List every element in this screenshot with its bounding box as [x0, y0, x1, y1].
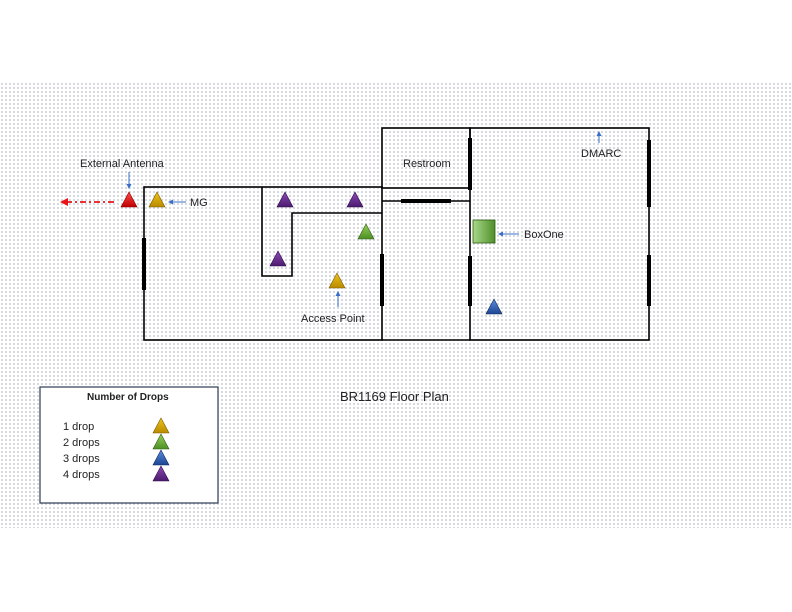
corridor-wall: [261, 187, 382, 277]
legend-1-drop-icon: [152, 417, 170, 434]
antenna-feed-line: [60, 198, 117, 206]
legend-title: Number of Drops: [87, 392, 169, 403]
drop-corridor-b-4-icon: [346, 191, 364, 208]
drop-corridor-a-4-icon: [276, 191, 294, 208]
external-antenna-icon: [120, 191, 138, 208]
legend-item-label: 3 drops: [63, 453, 100, 465]
drop-corridor-c-4-icon: [269, 250, 287, 267]
walls: [143, 127, 650, 341]
floor-plan-title: BR1169 Floor Plan: [340, 389, 449, 404]
dmarc-label: DMARC: [581, 148, 621, 160]
legend-3-drops-icon: [152, 449, 170, 466]
drop-main-2-icon: [357, 223, 375, 240]
drop-mg-1-icon: [148, 191, 166, 208]
drop-east-3-icon: [485, 298, 503, 315]
legend-2-drops-icon: [152, 433, 170, 450]
external-antenna-label: External Antenna: [80, 158, 165, 170]
doors: [142, 138, 651, 306]
legend-box: [39, 386, 219, 504]
boxone-label: BoxOne: [524, 229, 564, 241]
mg-label: MG: [190, 197, 208, 209]
callout-arrows: [126, 131, 602, 307]
restroom-label: Restroom: [403, 158, 451, 170]
east-room-outline: [469, 127, 650, 341]
legend-item-label: 2 drops: [63, 437, 100, 449]
legend-item-label: 1 drop: [63, 421, 94, 433]
access-point-label: Access Point: [301, 313, 365, 325]
legend-4-drops-icon: [152, 465, 170, 482]
drop-access-point-1-icon: [328, 272, 346, 289]
legend: Number of Drops 1 drop 2 drops 3 drops 4…: [39, 386, 219, 504]
antenna-feed-arrowhead: [60, 198, 68, 206]
boxone-equipment: [472, 219, 496, 244]
legend-item-label: 4 drops: [63, 469, 100, 481]
